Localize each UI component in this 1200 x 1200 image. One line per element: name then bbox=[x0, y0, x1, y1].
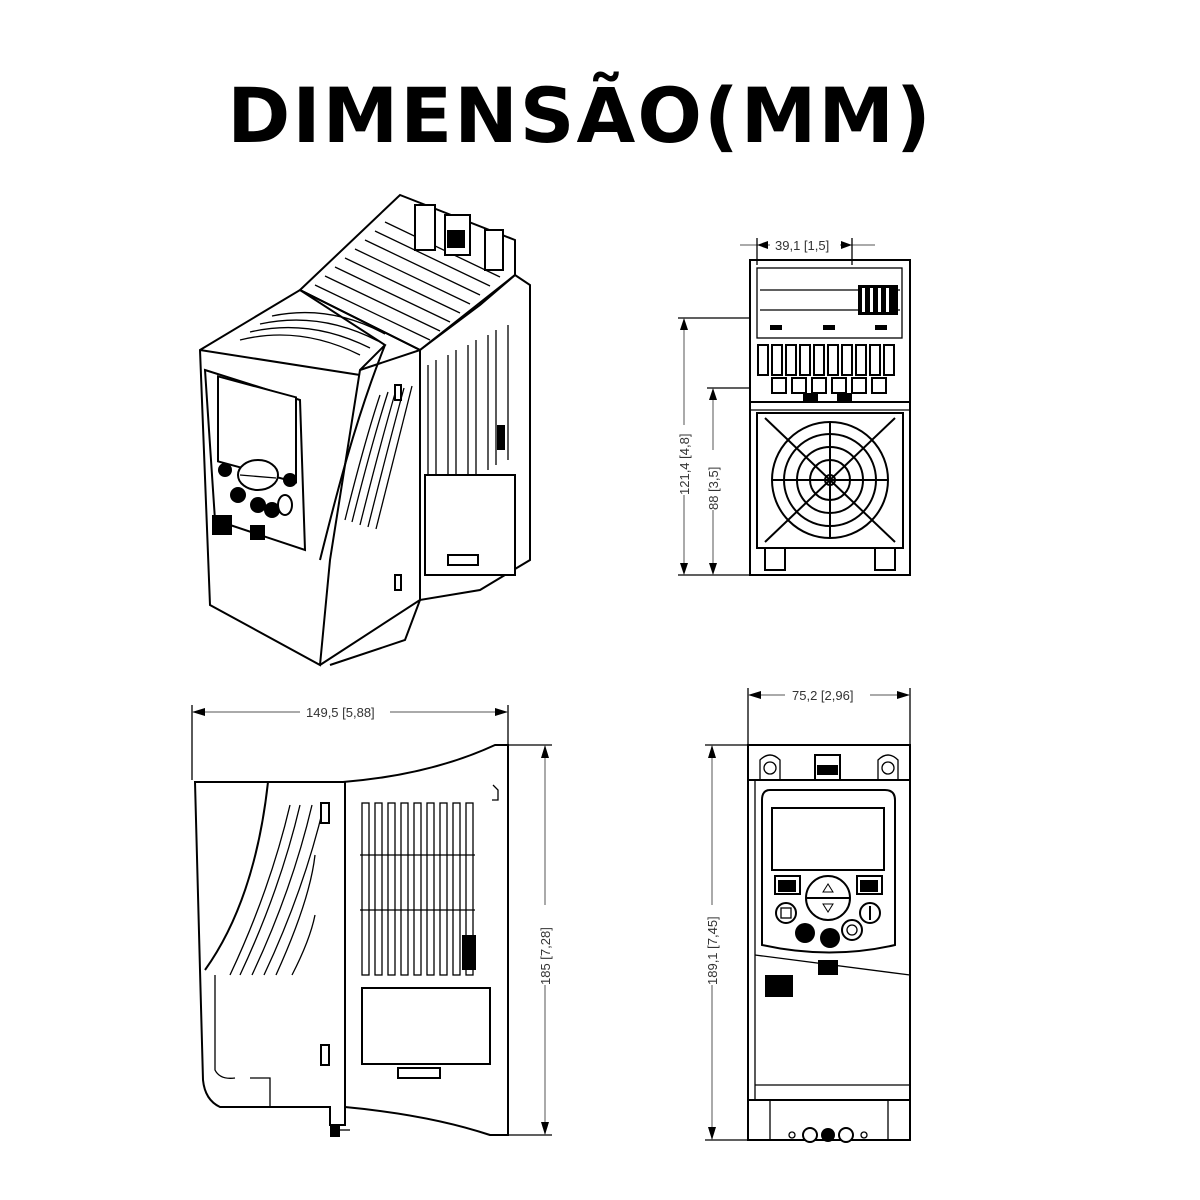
top-width-dimension: 39,1 [1,5] bbox=[775, 238, 829, 253]
front-width-dimension: 75,2 [2,96] bbox=[792, 688, 853, 703]
front-height-dimension: 189,1 [7,45] bbox=[705, 916, 720, 985]
front-view: 75,2 [2,96] bbox=[704, 686, 911, 1143]
side-height-dimension: 185 [7,28] bbox=[538, 927, 553, 985]
top-view: 39,1 [1,5] bbox=[676, 236, 911, 576]
top-outer-height-dimension: 121,4 [4,8] bbox=[677, 434, 692, 495]
side-depth-dimension: 149,5 [5,88] bbox=[306, 705, 375, 720]
page-title: DIMENSÃO(MM) bbox=[227, 71, 933, 160]
isometric-view bbox=[198, 193, 531, 667]
top-inner-height-dimension: 88 [3,5] bbox=[706, 467, 721, 510]
side-view: 149,5 [5,88] bbox=[191, 703, 553, 1137]
